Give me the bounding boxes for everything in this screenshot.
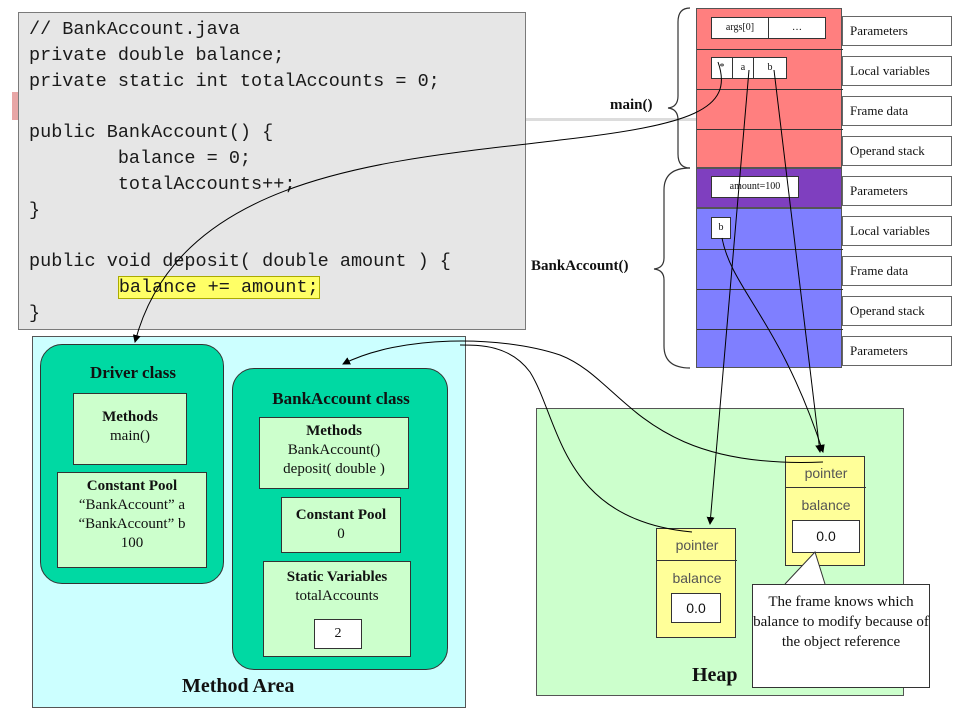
object-divider <box>786 487 866 488</box>
bankaccount-frame-label: BankAccount() <box>531 258 629 274</box>
stack-label-local-variables: Local variables <box>842 56 952 86</box>
driver-class-title: Driver class <box>89 363 177 382</box>
code-line: public BankAccount() { <box>29 122 274 144</box>
method-area-title: Method Area <box>182 675 295 697</box>
driver-pool-item: “BankAccount” a <box>78 497 186 513</box>
code-line: public void deposit( double amount ) { <box>29 251 451 273</box>
frame-section-divider <box>697 129 843 130</box>
code-listing: // BankAccount.java private double balan… <box>18 12 526 330</box>
stack-label-operand-stack: Operand stack <box>842 296 952 326</box>
bankaccount-frame-parameters: amount=100 <box>696 168 842 208</box>
static-variable-name: totalAccounts <box>295 588 379 604</box>
object-balance-value: 0.0 <box>792 520 860 553</box>
bankaccount-pool-heading: Constant Pool <box>295 507 387 523</box>
driver-methods-heading: Methods <box>102 409 158 425</box>
this-reference-arrow <box>132 61 722 343</box>
code-line: private double balance; <box>29 44 285 66</box>
driver-methods-box: Methods main() <box>73 393 187 465</box>
bankaccount-pool-item: 0 <box>337 526 345 542</box>
heap-title: Heap <box>692 664 738 686</box>
bankaccount-methods-heading: Methods <box>306 423 362 439</box>
main-frame-brace <box>667 7 691 169</box>
object-balance-label: balance <box>672 570 722 586</box>
bankaccount-method-item: BankAccount() <box>287 442 381 458</box>
driver-pool-item: “BankAccount” b <box>78 516 186 532</box>
static-variable-value: 2 <box>314 619 362 649</box>
main-local-b: b <box>753 57 787 79</box>
code-line: } <box>29 199 41 221</box>
driver-pool-item: 100 <box>120 535 144 551</box>
bankaccount-constant-pool-box: Constant Pool 0 <box>281 497 401 553</box>
object-pointer-label: pointer <box>804 465 848 481</box>
ba-local-b-reference-arrow <box>721 237 825 453</box>
explanation-callout: The frame knows which balance to modify … <box>752 584 930 688</box>
static-variables-heading: Static Variables <box>286 569 388 585</box>
main-param-ellipsis: … <box>768 17 826 39</box>
object-balance-value: 0.0 <box>671 593 721 623</box>
main-frame-label: main() <box>610 97 653 113</box>
object-divider <box>657 560 737 561</box>
callout-pointer <box>784 551 826 585</box>
driver-pool-heading: Constant Pool <box>86 478 178 494</box>
object-a-class-arrow <box>459 344 693 533</box>
local-b-reference-arrow <box>773 69 824 453</box>
ba-param-amount: amount=100 <box>711 176 799 198</box>
code-line: totalAccounts++; <box>29 173 296 195</box>
stack-label-parameters: Parameters <box>842 336 952 366</box>
bankaccount-methods-box: Methods BankAccount() deposit( double ) <box>259 417 409 489</box>
bankaccount-stack-frame: b <box>696 208 843 368</box>
stack-label-parameters: Parameters <box>842 176 952 206</box>
bankaccount-method-item: deposit( double ) <box>283 461 385 477</box>
driver-constant-pool-box: Constant Pool “BankAccount” a “BankAccou… <box>57 472 207 568</box>
bankaccount-class-box: BankAccount class Methods BankAccount() … <box>232 368 448 670</box>
stack-label-local-variables: Local variables <box>842 216 952 246</box>
bankaccount-frame-brace <box>653 167 691 369</box>
code-line: balance = 0; <box>29 147 252 169</box>
ba-local-b: b <box>711 217 731 239</box>
stack-label-frame-data: Frame data <box>842 256 952 286</box>
stack-label-frame-data: Frame data <box>842 96 952 126</box>
bankaccount-object-a: pointer balance 0.0 <box>656 528 737 638</box>
code-line: // BankAccount.java <box>29 19 240 40</box>
frame-section-divider <box>697 249 843 250</box>
frame-section-divider <box>697 49 843 50</box>
object-pointer-label: pointer <box>675 537 719 553</box>
frame-section-divider <box>697 289 843 290</box>
object-b-class-arrow <box>342 340 824 463</box>
object-balance-label: balance <box>801 497 851 513</box>
bankaccount-class-title: BankAccount class <box>272 389 410 408</box>
main-stack-frame: args[0] … * a b <box>696 8 843 168</box>
main-local-this: * <box>711 57 733 79</box>
stack-label-parameters: Parameters <box>842 16 952 46</box>
local-a-reference-arrow <box>706 69 750 525</box>
code-line: private static int totalAccounts = 0; <box>29 70 440 92</box>
stack-label-operand-stack: Operand stack <box>842 136 952 166</box>
bankaccount-static-variables-box: Static Variables totalAccounts 2 <box>263 561 411 657</box>
driver-method-item: main() <box>110 428 150 444</box>
code-line: } <box>29 302 41 324</box>
driver-class-box: Driver class Methods main() Constant Poo… <box>40 344 224 584</box>
frame-section-divider <box>697 89 843 90</box>
bankaccount-object-b: pointer balance 0.0 <box>785 456 866 566</box>
frame-section-divider <box>697 329 843 330</box>
